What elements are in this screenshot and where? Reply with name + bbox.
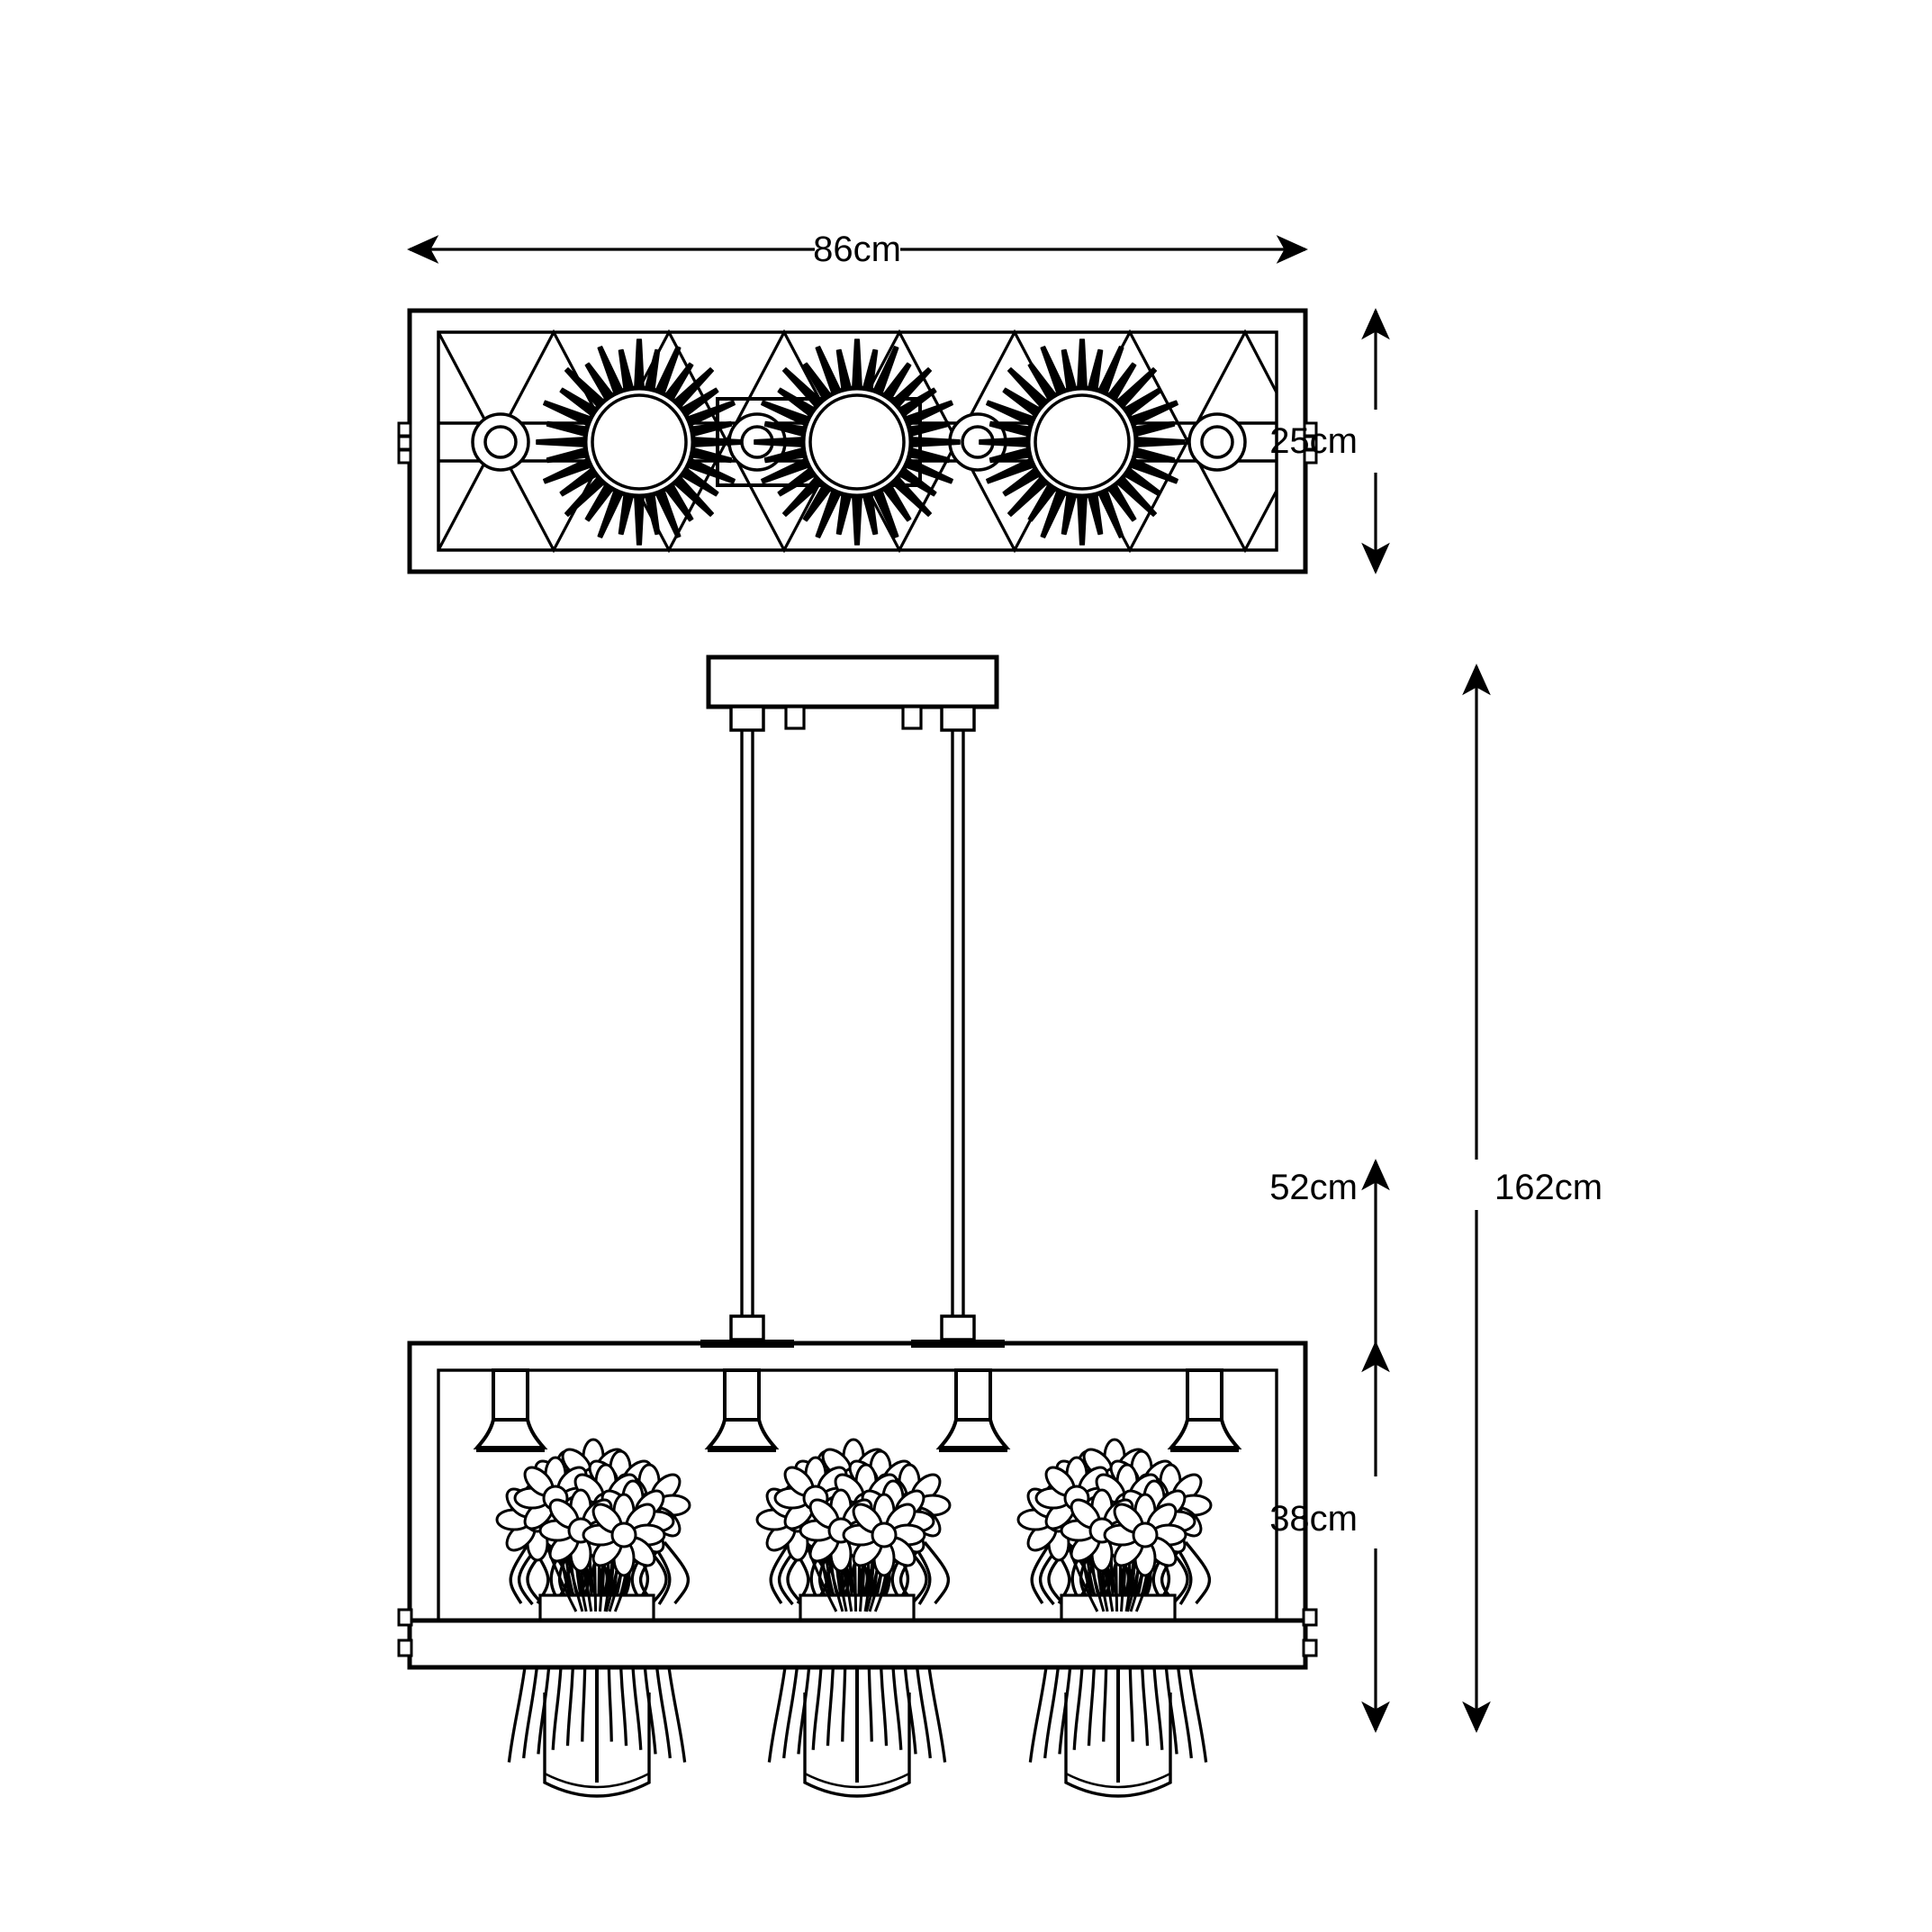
top-view-eyelet-4 [1187,412,1247,472]
lamp-holder-1 [474,1368,546,1454]
canopy-nub-left [784,705,806,730]
flower-clusters [495,1438,1213,1624]
top-view-rosette-3 [980,339,1185,545]
shade-bottom-rail [407,1618,1308,1670]
suspension-rod-right [951,730,965,1316]
flower-cluster-1 [495,1438,691,1624]
top-view-tab-left [397,421,412,465]
dimension-shade-height: 38cm [1269,1341,1390,1733]
top-view-group: 86cm [397,230,1390,574]
daisy-blossom [1103,1493,1187,1577]
flower-cluster-3 [1016,1438,1213,1624]
front-elevation-group: 52cm 38cm 162cm [397,655,1639,1798]
glass-shade-assembly-3 [1028,1666,1208,1798]
glass-shade-assembly-1 [507,1666,687,1798]
dimension-depth: 25cm [1269,308,1390,574]
daisy-blossom [582,1493,666,1577]
canopy-connector-right [940,705,976,732]
glass-shade-assembly-2 [767,1666,947,1798]
dimension-shade-height-label: 38cm [1269,1499,1358,1539]
dimension-depth-label: 25cm [1269,421,1358,461]
suspension-rod-left [740,730,754,1316]
bottom-rail-tab-right [1302,1608,1318,1657]
daisy-blossom [842,1493,926,1577]
lamp-holder-2 [706,1368,778,1454]
dimension-total-height-label: 162cm [1494,1168,1602,1207]
dimension-width: 86cm [407,230,1308,269]
lamp-holder-4 [1169,1368,1241,1454]
dimension-total-height: 162cm [1449,664,1639,1733]
canopy-connector-left [729,705,765,732]
lower-stems-and-shades [507,1666,1208,1798]
dimension-drop-label: 52cm [1269,1168,1358,1207]
top-view-tab-right [1303,421,1318,465]
dimension-drop: 52cm [1269,1159,1390,1343]
bottom-rail-tab-left [397,1608,413,1657]
top-view-rosette-2 [754,339,960,545]
flower-cluster-2 [755,1438,952,1624]
canopy-nub-right [901,705,923,730]
ceiling-canopy-plate [706,655,999,709]
top-view-rosette-1 [537,339,742,545]
lamp-holder-3 [937,1368,1009,1454]
dimension-width-label: 86cm [813,230,901,269]
top-view-eyelet-1 [471,412,530,472]
